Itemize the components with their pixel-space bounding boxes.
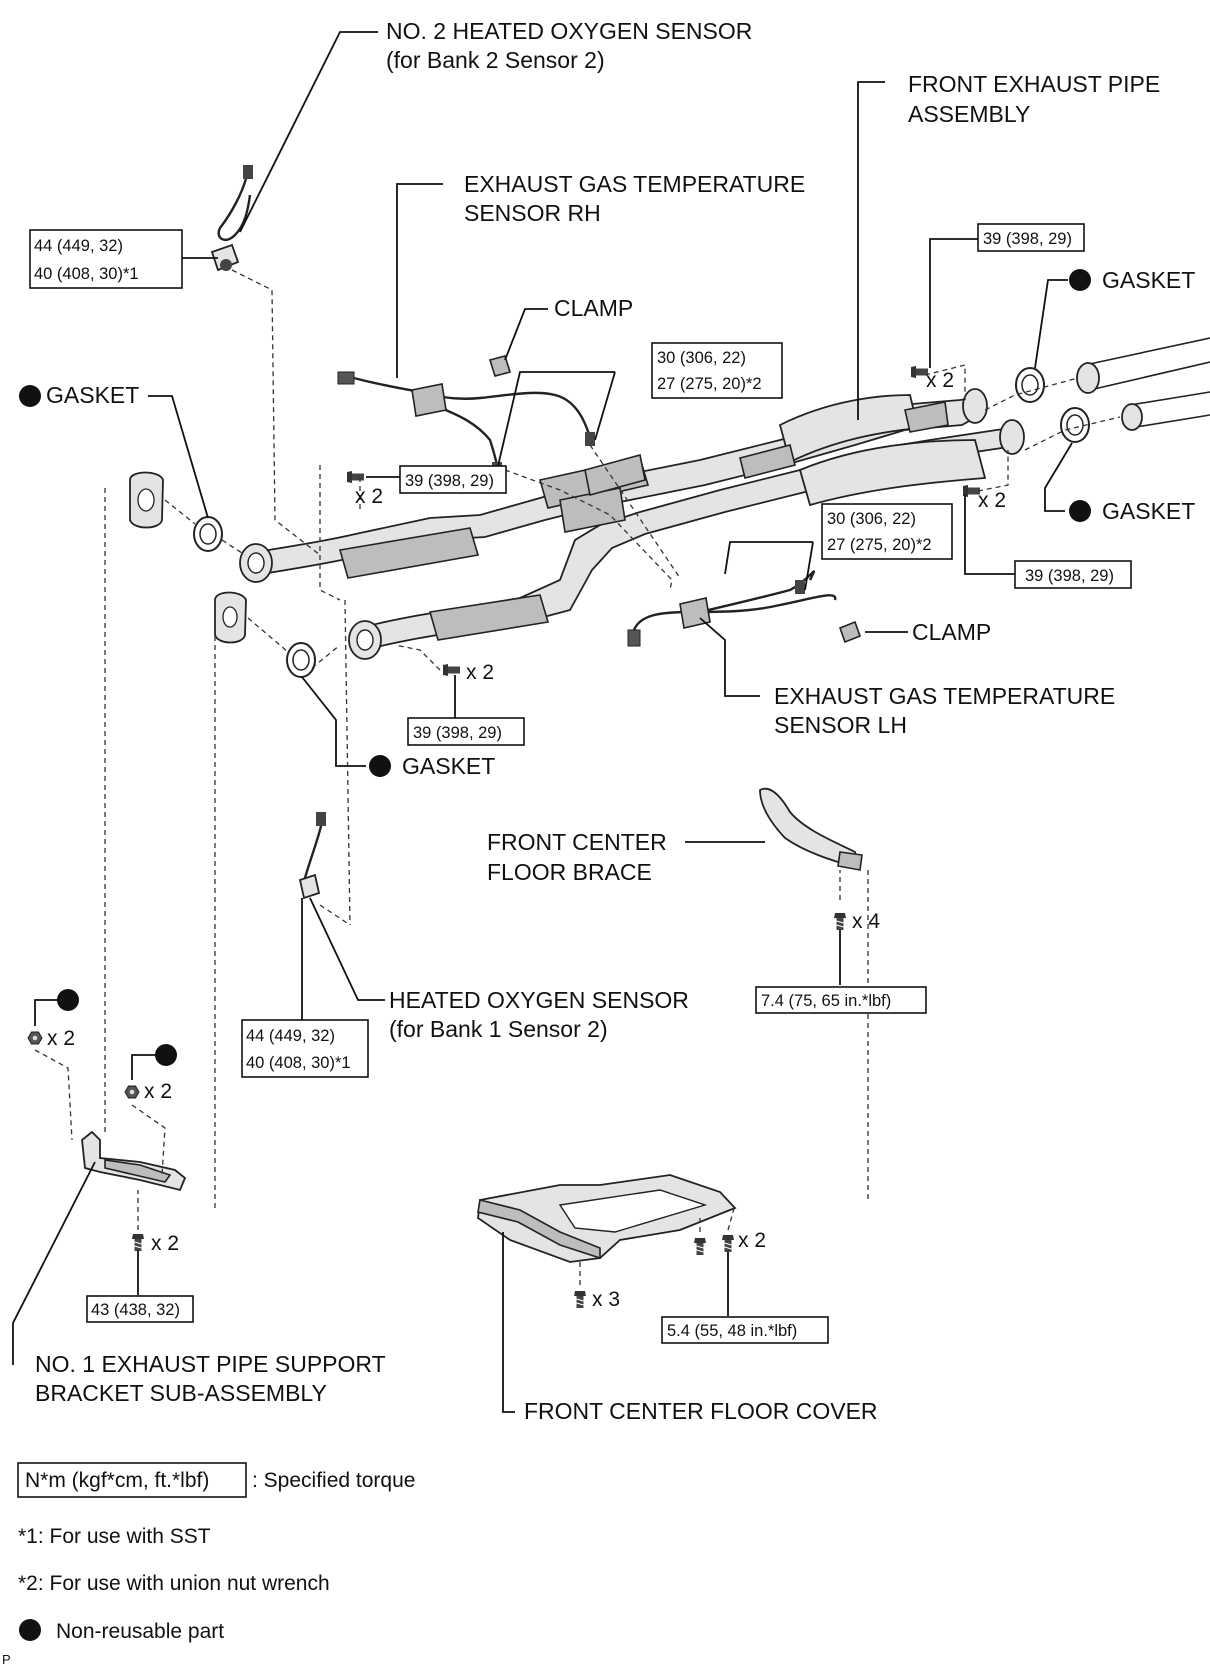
front-center-floor-cover: [477, 1174, 737, 1263]
label-egts-lh-1: EXHAUST GAS TEMPERATURE: [774, 683, 1115, 709]
clamp-lower: [838, 620, 862, 644]
qty-x2-a: x 2: [926, 369, 954, 392]
legend: N*m (kgf*cm, ft.*lbf) : Specified torque…: [2, 1462, 415, 1667]
label-egts-rh-2: SENSOR RH: [464, 200, 601, 226]
label-floor-cover: FRONT CENTER FLOOR COVER: [524, 1398, 878, 1424]
exhaust-gas-temperature-sensor-lh: [627, 570, 837, 647]
rear-pipes: [1076, 337, 1210, 431]
torque-box-39-top-right: 39 (398, 29): [977, 223, 1085, 252]
legend-nonreusable: Non-reusable part: [56, 1620, 224, 1643]
torque-box-hos: 44 (449, 32) 40 (408, 30)*1: [241, 1019, 369, 1078]
torque-box-egts-lh: 30 (306, 22) 27 (275, 20)*2: [821, 503, 953, 560]
torque-box-egts-rh: 30 (306, 22) 27 (275, 20)*2: [651, 342, 783, 399]
torque-box-brace: 7.4 (75, 65 in.*lbf): [755, 986, 927, 1014]
torque-egts-rh-1: 30 (306, 22): [657, 349, 746, 367]
label-support-bracket-2: BRACKET SUB-ASSEMBLY: [35, 1380, 327, 1406]
non-reusable-markers: [19, 269, 1091, 1066]
label-floor-brace-1: FRONT CENTER: [487, 829, 667, 855]
torque-box-39-right: 39 (398, 29): [1014, 560, 1132, 589]
label-gasket-right-upper: GASKET: [1102, 267, 1195, 293]
torque-hos-2: 40 (408, 30)*1: [246, 1054, 351, 1072]
torque-box-39-lower: 39 (398, 29): [407, 717, 525, 746]
torque-egts-lh-1: 30 (306, 22): [827, 510, 916, 528]
torque-hos-1: 44 (449, 32): [246, 1027, 335, 1045]
assembly-dashed-lines: [34, 269, 1121, 1285]
label-no2-heated-oxygen-sensor-2: (for Bank 2 Sensor 2): [386, 47, 605, 73]
label-clamp-lower: CLAMP: [912, 619, 991, 645]
torque-39-d: 39 (398, 29): [413, 724, 502, 742]
front-exhaust-pipe-assembly: [239, 388, 1025, 660]
label-gasket-right-lower: GASKET: [1102, 498, 1195, 524]
torque-egts-lh-2: 27 (275, 20)*2: [827, 536, 932, 554]
clamp-upper: [488, 355, 512, 377]
label-front-exhaust-pipe-2: ASSEMBLY: [908, 101, 1030, 127]
corner-mark: P: [2, 1652, 11, 1667]
qty-x2-f: x 2: [144, 1080, 172, 1103]
legend-torque-box: N*m (kgf*cm, ft.*lbf): [25, 1469, 209, 1492]
no2-heated-oxygen-sensor: [210, 165, 253, 272]
torque-cover: 5.4 (55, 48 in.*lbf): [667, 1322, 797, 1340]
torque-box-support: 43 (438, 32): [86, 1295, 194, 1323]
gasket-left-lower: [286, 642, 316, 678]
torque-no2-hos-1: 44 (449, 32): [34, 237, 123, 255]
qty-x4: x 4: [852, 910, 880, 933]
label-front-exhaust-pipe-1: FRONT EXHAUST PIPE: [908, 71, 1160, 97]
torque-box-no2-hos: 44 (449, 32) 40 (408, 30)*1: [29, 229, 183, 289]
qty-x2-g: x 2: [151, 1232, 179, 1255]
label-clamp-upper: CLAMP: [554, 295, 633, 321]
legend-note-2: *2: For use with union nut wrench: [18, 1572, 330, 1595]
label-heated-oxygen-sensor-2: (for Bank 1 Sensor 2): [389, 1016, 608, 1042]
heated-oxygen-sensor: [298, 812, 326, 900]
torque-39-a: 39 (398, 29): [983, 230, 1072, 248]
no1-exhaust-pipe-support-bracket: [81, 1130, 187, 1192]
gasket-left-upper: [193, 516, 223, 552]
torque-egts-rh-2: 27 (275, 20)*2: [657, 375, 762, 393]
torque-brace: 7.4 (75, 65 in.*lbf): [761, 992, 891, 1010]
torque-box-cover: 5.4 (55, 48 in.*lbf): [661, 1316, 829, 1344]
torque-no2-hos-2: 40 (408, 30)*1: [34, 265, 139, 283]
front-center-floor-brace: [759, 787, 863, 871]
qty-x2-b: x 2: [355, 485, 383, 508]
torque-39-c: 39 (398, 29): [1025, 567, 1114, 585]
legend-nonreusable-dot: [19, 1619, 41, 1641]
leader-lines: [12, 31, 1073, 1413]
torque-box-39-middle: 39 (398, 29): [399, 465, 507, 494]
torque-support: 43 (438, 32): [91, 1301, 180, 1319]
label-gasket-left-lower: GASKET: [402, 753, 495, 779]
torque-39-b: 39 (398, 29): [405, 472, 494, 490]
label-egts-rh-1: EXHAUST GAS TEMPERATURE: [464, 171, 805, 197]
legend-note-1: *1: For use with SST: [18, 1525, 211, 1548]
legend-torque-desc: : Specified torque: [252, 1469, 415, 1492]
label-floor-brace-2: FLOOR BRACE: [487, 859, 652, 885]
label-gasket-left-upper: GASKET: [46, 382, 139, 408]
qty-x3: x 3: [592, 1288, 620, 1311]
qty-x2-e: x 2: [47, 1027, 75, 1050]
exhaust-gas-temperature-sensor-rh: [337, 371, 595, 476]
label-support-bracket-1: NO. 1 EXHAUST PIPE SUPPORT: [35, 1351, 386, 1377]
manifold-flanges: [129, 471, 247, 644]
label-no2-heated-oxygen-sensor-1: NO. 2 HEATED OXYGEN SENSOR: [386, 18, 752, 44]
gasket-right-upper: [1015, 367, 1045, 403]
qty-x2-c: x 2: [978, 489, 1006, 512]
qty-x2-h: x 2: [738, 1229, 766, 1252]
label-heated-oxygen-sensor-1: HEATED OXYGEN SENSOR: [389, 987, 689, 1013]
label-egts-lh-2: SENSOR LH: [774, 712, 907, 738]
qty-x2-d: x 2: [466, 661, 494, 684]
